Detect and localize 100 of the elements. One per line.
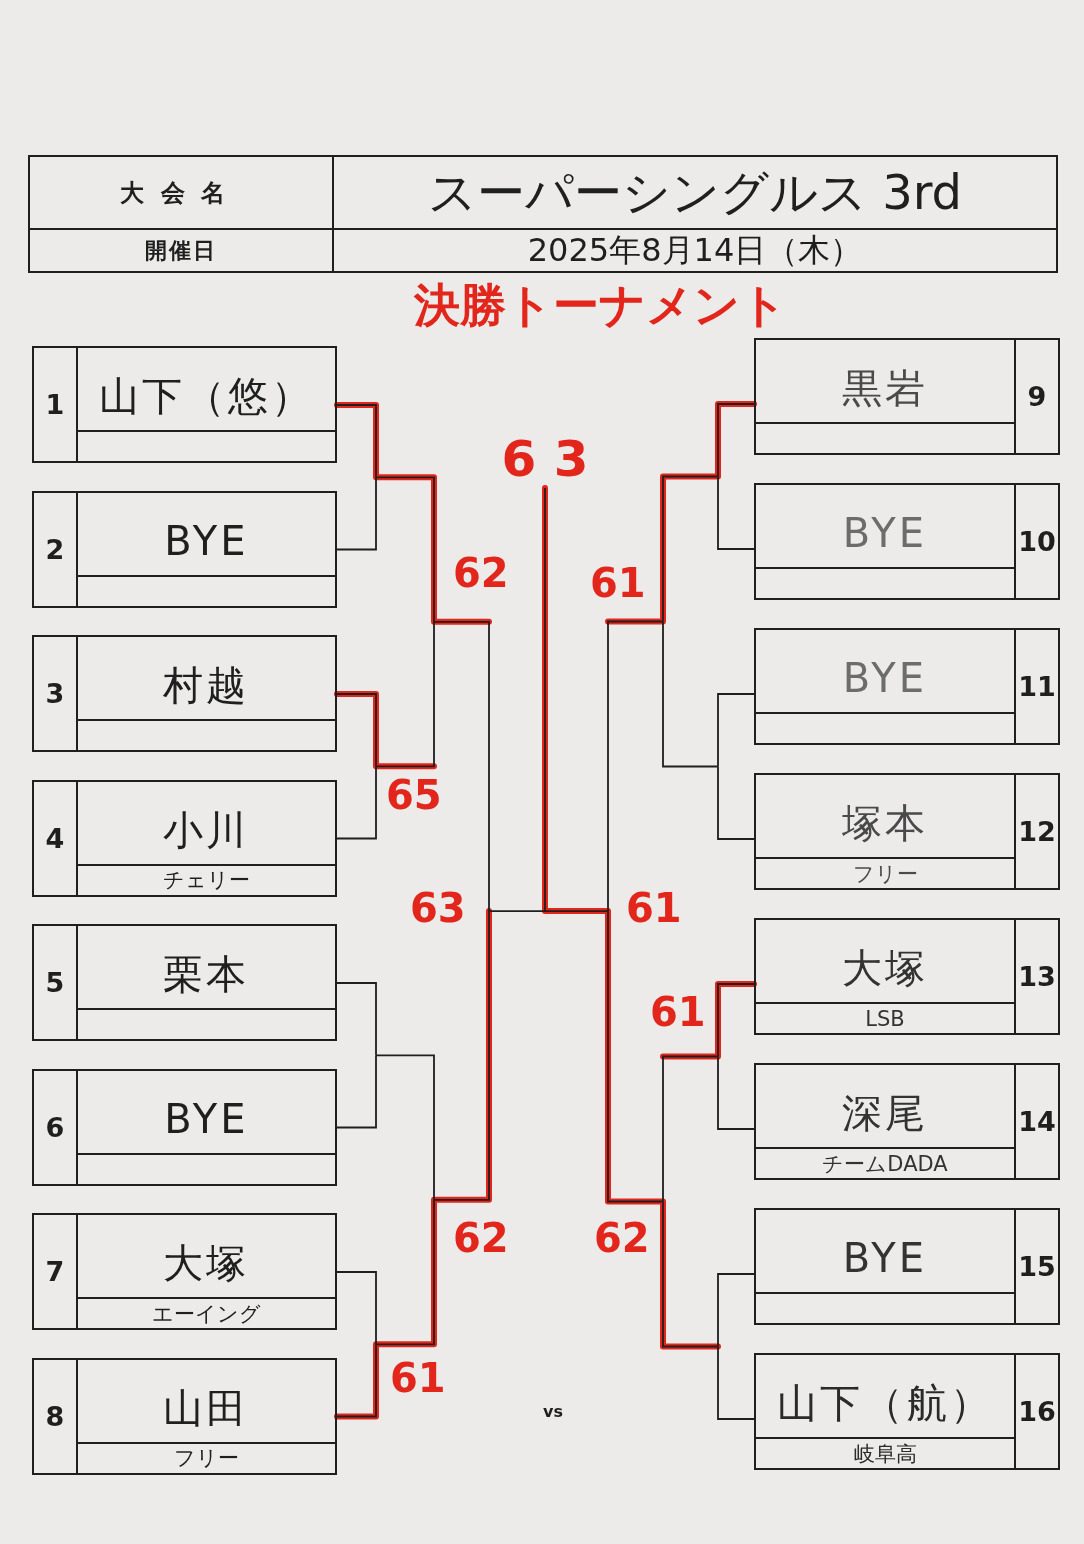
match-score: 61	[626, 888, 682, 928]
final-score: 6 3	[490, 430, 600, 488]
match-score: 62	[453, 1218, 509, 1258]
bracket-line	[717, 983, 755, 1058]
bracket-line	[336, 693, 377, 768]
field-label: 大会名	[30, 157, 334, 230]
team-field: チームDADA	[756, 1147, 1014, 1178]
bracket-line	[717, 1345, 755, 1420]
seed-number: 7	[34, 1215, 78, 1328]
seed-number: 16	[1014, 1355, 1058, 1468]
player-entry	[32, 1213, 337, 1330]
player-entry	[754, 338, 1060, 455]
player-name: BYE	[164, 516, 249, 563]
player-entry	[754, 1063, 1060, 1180]
bracket-line	[336, 404, 377, 479]
bracket-line	[662, 1200, 719, 1348]
player-entry	[754, 1208, 1060, 1325]
seed-number: 11	[1014, 630, 1058, 743]
bracket-line	[375, 1198, 435, 1346]
player-entry	[32, 779, 337, 897]
seed-number: 3	[34, 637, 78, 750]
bracket-line	[375, 620, 435, 768]
tournament-name: スーパーシングルス 3rd	[334, 157, 1056, 230]
bracket-line	[607, 620, 664, 912]
seed-number: 2	[34, 492, 78, 606]
bracket-line	[336, 476, 377, 551]
bracket-line	[717, 693, 755, 768]
bracket-title: 決勝トーナメント	[413, 280, 787, 331]
team-field: チェリー	[78, 863, 335, 895]
player-name: 山下（航）	[777, 1379, 993, 1425]
player-name: 小川	[163, 805, 250, 852]
bracket-line	[607, 910, 664, 1203]
match-score: 61	[390, 1358, 446, 1398]
event-date: 2025年8月14日（木）	[526, 230, 864, 271]
player-name: 深尾	[841, 1089, 929, 1135]
seed-number: 15	[1014, 1210, 1058, 1323]
bracket-line	[488, 910, 546, 912]
player-entry	[754, 483, 1060, 600]
player-name: BYE	[842, 1234, 928, 1280]
team-field: エーイング	[78, 1297, 335, 1328]
team-field: フリー	[756, 857, 1014, 888]
player-entry	[32, 346, 337, 463]
player-name: 黒岩	[841, 364, 929, 410]
bracket-line	[717, 403, 755, 478]
bracket-line	[375, 476, 435, 623]
seed-number: 9	[1014, 340, 1058, 453]
player-name: 山下（悠）	[98, 372, 315, 418]
player-name: 塚本	[841, 799, 929, 845]
seed-number: 8	[34, 1359, 78, 1473]
player-entry	[754, 773, 1060, 890]
player-name: 村越	[163, 661, 250, 707]
seed-number: 4	[34, 781, 78, 895]
match-score: 65	[386, 775, 442, 815]
player-entry	[32, 635, 337, 752]
seed-number: 5	[34, 926, 78, 1039]
match-score: 61	[650, 992, 706, 1032]
bracket-line	[336, 1271, 377, 1346]
bracket-line	[717, 765, 755, 840]
player-entry	[754, 628, 1060, 745]
player-name: BYE	[842, 509, 928, 555]
match-score: 62	[453, 553, 509, 593]
seed-number: 14	[1014, 1065, 1058, 1178]
player-entry	[32, 1068, 337, 1186]
player-name: 大塚	[163, 1239, 250, 1285]
player-name: BYE	[842, 654, 928, 700]
seed-number: 10	[1014, 485, 1058, 598]
bracket-line	[717, 1273, 755, 1348]
player-entry	[754, 918, 1060, 1035]
bracket-line	[544, 487, 546, 912]
match-score: 63	[410, 888, 466, 928]
bracket-line	[662, 620, 719, 768]
player-name: 栗本	[163, 950, 250, 996]
seed-number: 6	[34, 1070, 78, 1184]
seed-number: 1	[34, 348, 78, 461]
bracket-line	[433, 910, 490, 1201]
bracket-line	[717, 475, 755, 550]
team-field: 岐阜高	[756, 1437, 1014, 1468]
player-entry	[32, 490, 337, 608]
player-name: 山田	[163, 1383, 250, 1430]
match-score: 61	[590, 563, 646, 603]
seed-number: 12	[1014, 775, 1058, 888]
player-name: 大塚	[841, 944, 929, 990]
bracket-line	[717, 1055, 755, 1130]
bracket-line	[336, 765, 377, 840]
bracket-line	[662, 475, 719, 623]
match-score: 62	[594, 1218, 650, 1258]
player-name: BYE	[164, 1094, 249, 1141]
player-entry	[32, 1357, 337, 1475]
player-entry	[754, 1353, 1060, 1470]
bracket-line	[375, 1054, 435, 1201]
vs-label: vs	[543, 1404, 563, 1420]
bracket-line	[433, 620, 490, 912]
bracket-line	[336, 1343, 377, 1418]
bracket-line	[662, 1055, 719, 1203]
team-field: LSB	[756, 1002, 1014, 1033]
bracket-line	[544, 910, 609, 912]
bracket-line	[336, 1054, 377, 1129]
seed-number: 13	[1014, 920, 1058, 1033]
team-field: フリー	[78, 1441, 335, 1473]
bracket-line	[336, 982, 377, 1057]
